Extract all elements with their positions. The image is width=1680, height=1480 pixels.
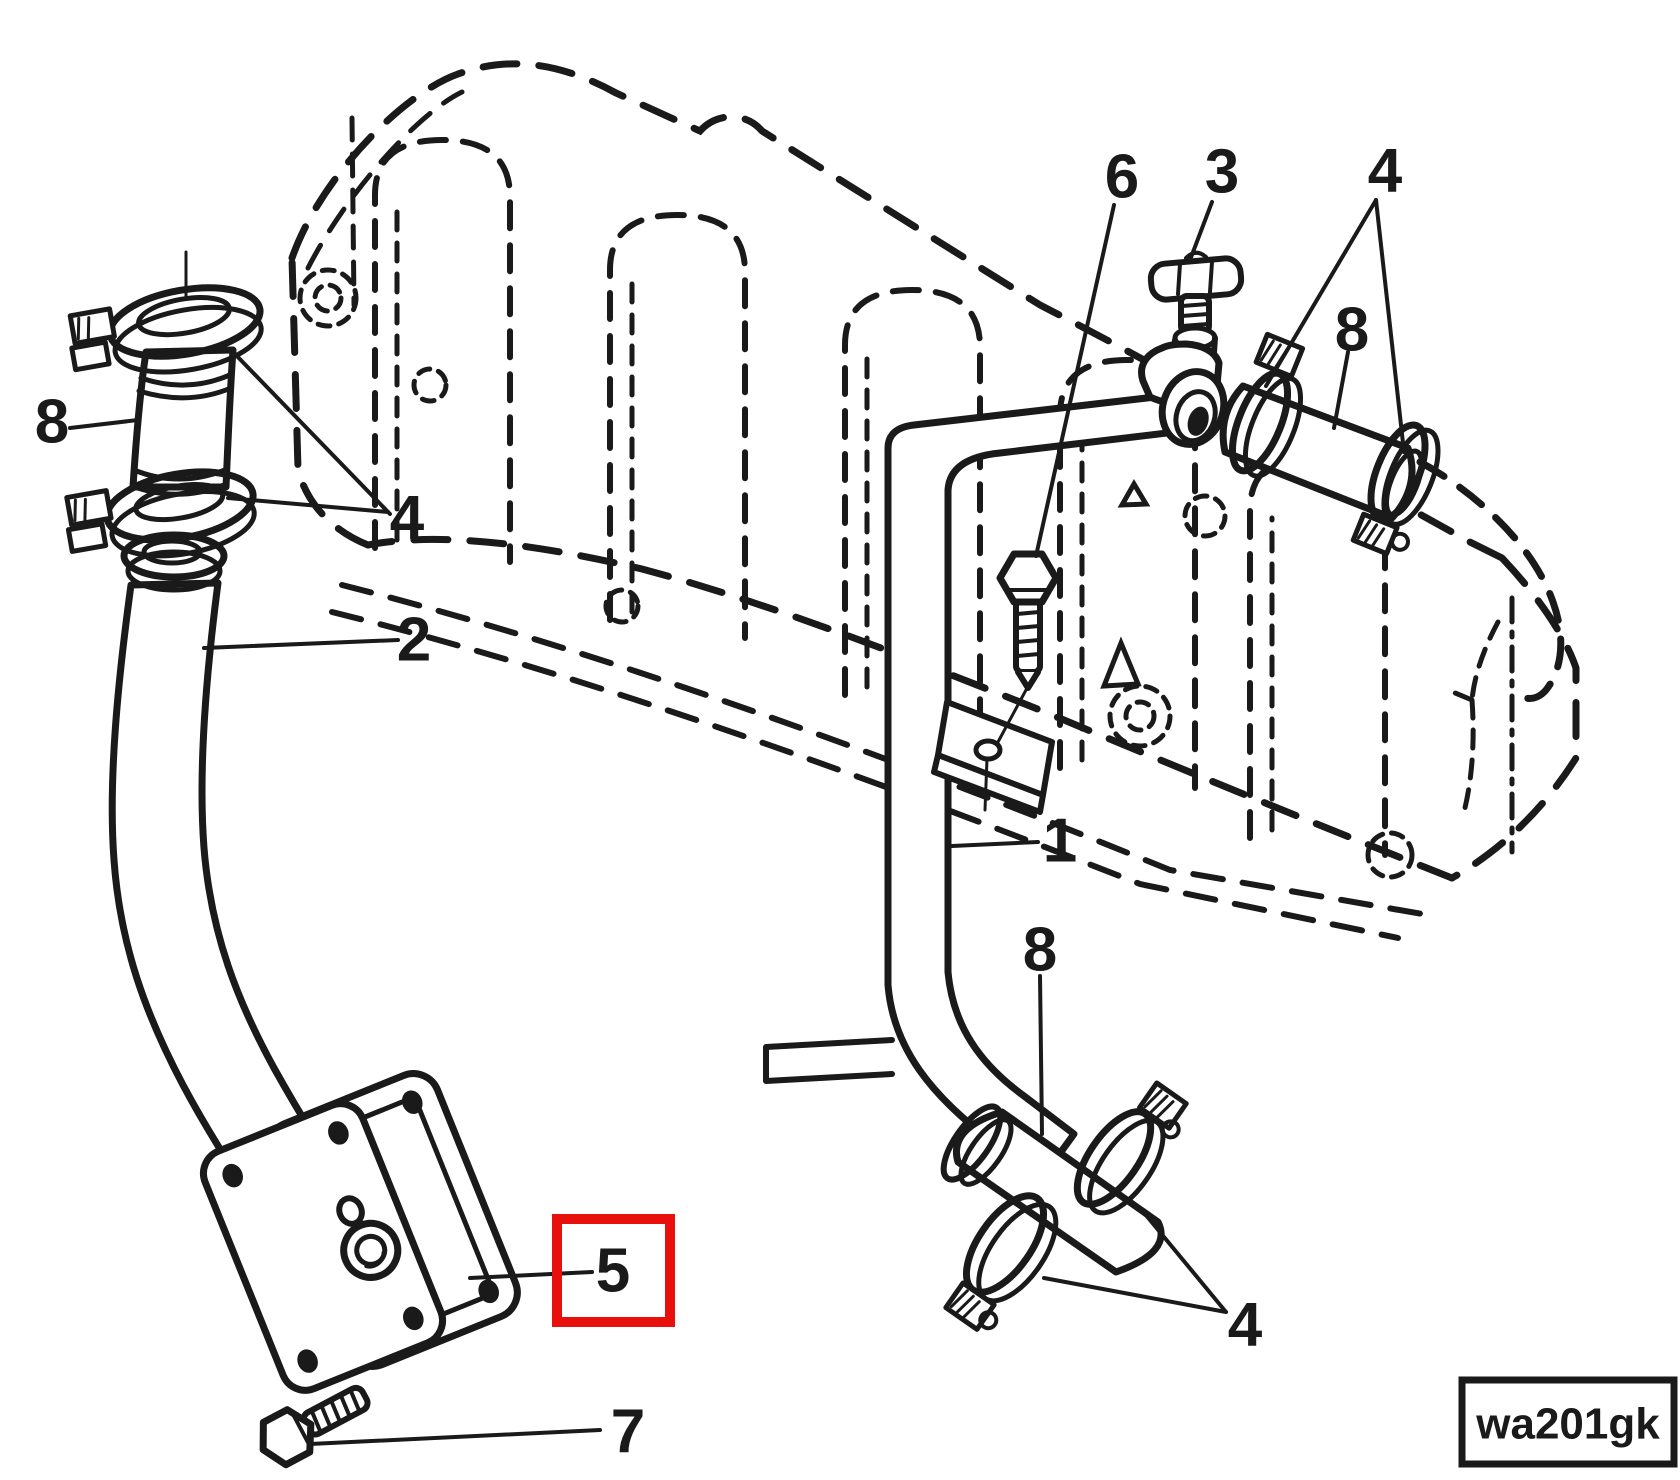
bolt-6-hex-head [996, 550, 1060, 606]
callout-8-top-right: 8 [1335, 296, 1369, 365]
pipe-assembly-right [763, 250, 1441, 1332]
manifold-end-rib [1445, 619, 1501, 815]
bolt-axis-lines [983, 688, 1028, 812]
hose-hidden-run [1416, 458, 1565, 702]
hose-assembly-left [64, 250, 521, 1469]
engine-manifold-outline [288, 60, 1580, 941]
bracket-hole [973, 738, 1003, 762]
callout-4-left: 4 [390, 484, 425, 553]
bolt-7 [259, 1384, 371, 1469]
manifold-right-face [1448, 554, 1580, 882]
callout-8-middle: 8 [1023, 916, 1057, 985]
drain-valve-3 [1138, 250, 1245, 408]
section-marker-triangles [1100, 479, 1151, 689]
plate-small-hole [336, 1195, 365, 1227]
cover-plate [199, 1100, 447, 1394]
pipe-end-flange [1158, 368, 1228, 448]
manifold-flange-line-1 [339, 582, 1431, 918]
hose-8-left-beads [129, 371, 235, 497]
callout-7: 7 [611, 1398, 645, 1467]
manifold-bosses [297, 267, 1415, 880]
highlight-box [552, 1214, 675, 1327]
callout-2: 2 [397, 606, 431, 675]
hose-end-bead-bottom-1 [940, 1103, 1004, 1183]
diagram-code-frame [1458, 1376, 1678, 1468]
manifold-flange-line-2 [329, 609, 1401, 941]
clamp-4-bottom-a [1073, 1080, 1189, 1216]
clamp-screw [67, 306, 117, 346]
pipe-1 [884, 389, 1196, 1182]
clamp-screw [64, 488, 114, 528]
manifold-left-face-inner [349, 115, 357, 308]
clamp-4-bottom-b [943, 1192, 1059, 1332]
clamp-screw [1137, 1080, 1189, 1131]
callout-1: 1 [1043, 807, 1077, 876]
callout-4-top-right: 4 [1368, 137, 1403, 206]
manifold-bottom-edge [364, 535, 1456, 882]
hose-end-bead-bottom-2 [958, 1117, 1014, 1187]
pipe-stub-tab [763, 1037, 895, 1084]
callout-8-left: 8 [35, 388, 69, 457]
callout-5: 5 [596, 1237, 630, 1306]
manifold-port-arches [372, 136, 1388, 858]
diagram-code-box: wa201gk [1458, 1376, 1678, 1468]
clamp-4-left-bottom [64, 468, 257, 559]
callout-6: 6 [1105, 143, 1139, 212]
callout-3: 3 [1205, 138, 1239, 207]
diagram-code-label: wa201gk [1475, 1400, 1660, 1449]
clamp-4-left-top [67, 284, 264, 375]
clamp-4-top-b [1350, 421, 1441, 557]
manifold-left-face [288, 254, 372, 549]
callout-leader-lines [68, 198, 1406, 1446]
bolt-6 [996, 550, 1060, 691]
callout-4-bottom-right: 4 [1228, 1291, 1263, 1360]
